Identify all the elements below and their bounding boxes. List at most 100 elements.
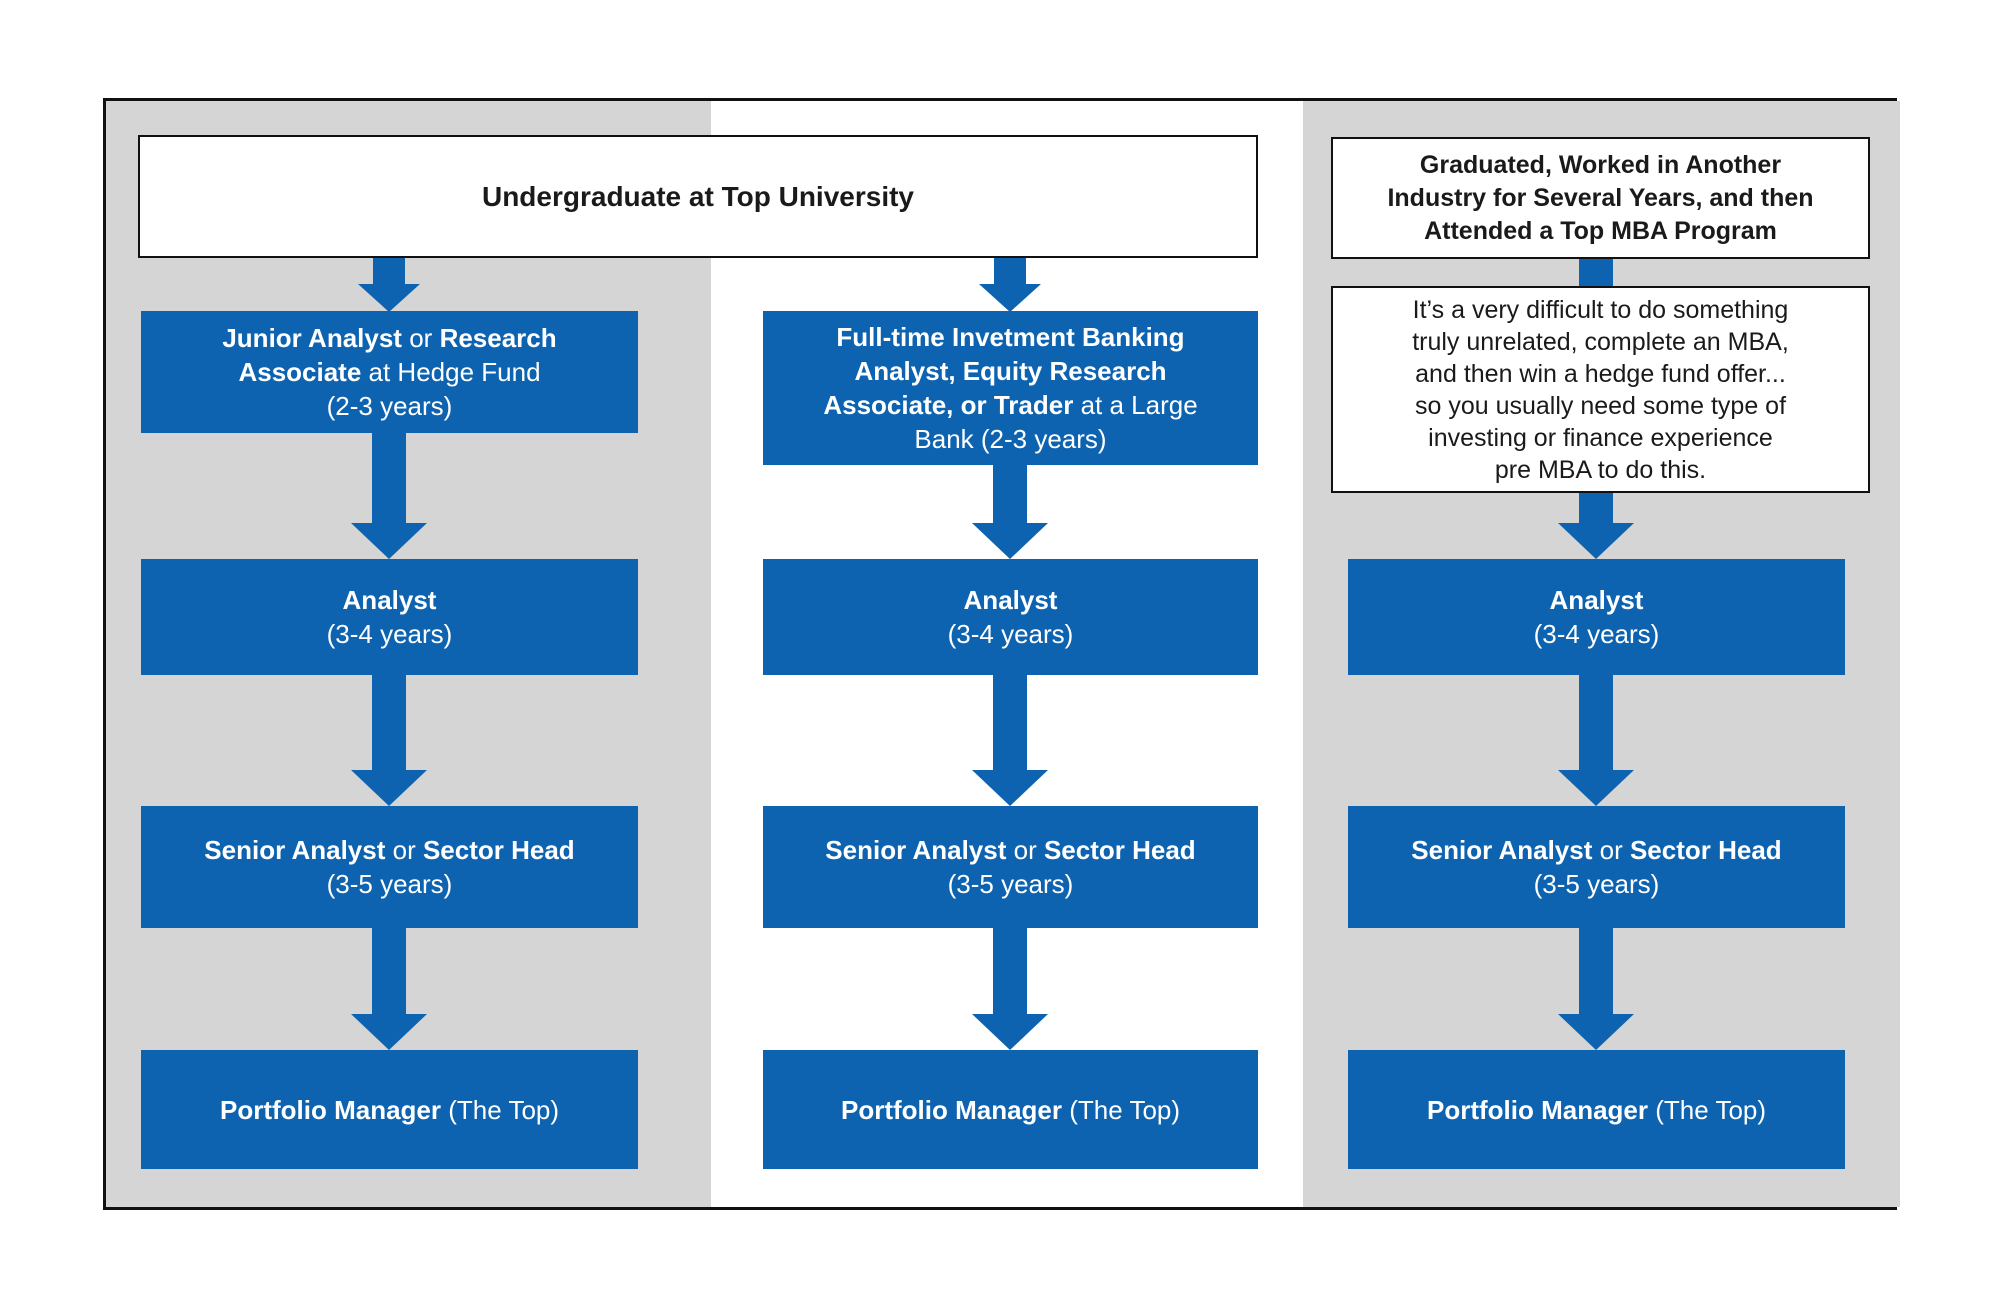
text-segment: pre MBA to do this.	[1494, 455, 1707, 484]
arrow-head-icon	[351, 770, 427, 806]
text-line: Analyst	[1550, 583, 1644, 617]
text-segment: Industry for Several Years, and then	[1387, 183, 1814, 212]
text-segment: Analyst	[342, 585, 437, 615]
text-segment: at a Large	[1073, 390, 1198, 420]
text-line: Associate at Hedge Fund	[238, 355, 540, 389]
text-line: pre MBA to do this.	[1495, 454, 1706, 486]
text-segment: and then win a hedge fund offer...	[1415, 359, 1786, 388]
text-segment: (The Top)	[1648, 1094, 1767, 1125]
text-segment: (3-5 years)	[1533, 869, 1660, 899]
text-segment: or	[401, 323, 440, 353]
box-portfolio-manager-col1: Portfolio Manager (The Top)	[141, 1050, 638, 1169]
text-segment: or	[1592, 835, 1630, 865]
text-segment: Junior Analyst	[222, 323, 402, 353]
text-segment: Analyst, Equity Research	[854, 356, 1167, 386]
text-segment: Undergraduate at Top University	[481, 180, 914, 212]
text-segment: Sector Head	[1629, 835, 1782, 865]
text-line: Portfolio Manager (The Top)	[1427, 1093, 1766, 1127]
text-segment: or	[385, 835, 423, 865]
arrow-head-icon	[972, 770, 1048, 806]
arrow-stem	[1579, 675, 1613, 771]
arrow-stem	[372, 928, 406, 1015]
text-segment: Portfolio Manager	[219, 1094, 441, 1125]
text-segment: (The Top)	[1062, 1094, 1181, 1125]
text-line: Graduated, Worked in Another	[1420, 149, 1781, 182]
text-segment: at Hedge Fund	[361, 357, 541, 387]
text-segment: Research	[439, 323, 557, 353]
text-line: Industry for Several Years, and then	[1387, 182, 1813, 215]
box-portfolio-manager-col3: Portfolio Manager (The Top)	[1348, 1050, 1845, 1169]
arrow-head-icon	[358, 284, 420, 312]
text-segment: (2-3 years)	[326, 391, 453, 421]
arrow-stem	[993, 675, 1027, 771]
text-line: Portfolio Manager (The Top)	[220, 1093, 559, 1127]
text-segment: (The Top)	[441, 1094, 560, 1125]
text-line: (3-5 years)	[327, 867, 453, 901]
text-segment: (3-5 years)	[326, 869, 453, 899]
header-undergraduate: Undergraduate at Top University	[138, 135, 1258, 258]
text-segment: Senior Analyst	[204, 835, 386, 865]
text-segment: (3-4 years)	[326, 619, 453, 649]
text-segment: (3-4 years)	[1533, 619, 1660, 649]
text-line: truly unrelated, complete an MBA,	[1412, 326, 1789, 358]
box-analyst-col1: Analyst (3-4 years)	[141, 559, 638, 675]
box-senior-analyst-col1: Senior Analyst or Sector Head(3-5 years)	[141, 806, 638, 928]
arrow-stem	[1579, 928, 1613, 1015]
text-line: Portfolio Manager (The Top)	[841, 1093, 1180, 1127]
text-line: (3-5 years)	[948, 867, 1074, 901]
text-line: Junior Analyst or Research	[222, 321, 556, 355]
box-analyst-col2: Analyst (3-4 years)	[763, 559, 1258, 675]
text-line: Bank (2-3 years)	[914, 422, 1106, 456]
arrow-stem	[372, 433, 406, 524]
text-segment: or	[1006, 835, 1044, 865]
text-segment: Analyst	[1549, 585, 1644, 615]
arrow-stem	[372, 675, 406, 771]
text-line: Senior Analyst or Sector Head	[204, 833, 574, 867]
text-segment: truly unrelated, complete an MBA,	[1412, 327, 1789, 356]
text-segment: Senior Analyst	[1411, 835, 1593, 865]
text-line: Senior Analyst or Sector Head	[1411, 833, 1781, 867]
text-line: Associate, or Trader at a Large	[823, 388, 1197, 422]
text-segment: (3-4 years)	[947, 619, 1074, 649]
text-segment: It’s a very difficult to do something	[1412, 295, 1789, 324]
text-segment: (3-5 years)	[947, 869, 1074, 899]
box-senior-analyst-col3: Senior Analyst or Sector Head(3-5 years)	[1348, 806, 1845, 928]
text-line: It’s a very difficult to do something	[1413, 294, 1789, 326]
text-segment: Sector Head	[422, 835, 575, 865]
text-line: Analyst	[343, 583, 437, 617]
text-segment: Associate, or Trader	[823, 390, 1074, 420]
arrow-stem	[373, 258, 405, 285]
text-line: Senior Analyst or Sector Head	[825, 833, 1195, 867]
text-line: investing or finance experience	[1428, 422, 1773, 454]
arrow-head-icon	[972, 523, 1048, 559]
text-segment: Analyst	[963, 585, 1058, 615]
arrow-head-icon	[972, 1014, 1048, 1050]
text-line: (2-3 years)	[327, 389, 453, 423]
diagram-frame: Undergraduate at Top University Graduate…	[103, 98, 1900, 1210]
arrow-head-icon	[1558, 770, 1634, 806]
arrow-stem	[993, 465, 1027, 524]
text-segment: Full-time Invetment Banking	[836, 322, 1185, 352]
text-line: so you usually need some type of	[1415, 390, 1786, 422]
text-segment: Portfolio Manager	[1426, 1094, 1648, 1125]
text-line: (3-4 years)	[948, 617, 1074, 651]
mba-note-box: It’s a very difficult to do something tru…	[1331, 286, 1870, 493]
box-analyst-col3: Analyst (3-4 years)	[1348, 559, 1845, 675]
text-line: Undergraduate at Top University	[482, 179, 914, 215]
text-line: Attended a Top MBA Program	[1424, 215, 1777, 248]
arrow-stem	[994, 258, 1026, 285]
box-senior-analyst-col2: Senior Analyst or Sector Head(3-5 years)	[763, 806, 1258, 928]
arrow-head-icon	[351, 523, 427, 559]
text-line: Analyst, Equity Research	[854, 354, 1166, 388]
text-segment: Associate	[238, 357, 362, 387]
text-line: (3-4 years)	[327, 617, 453, 651]
text-segment: Sector Head	[1043, 835, 1196, 865]
box-portfolio-manager-col2: Portfolio Manager (The Top)	[763, 1050, 1258, 1169]
text-segment: so you usually need some type of	[1414, 391, 1787, 420]
text-line: Full-time Invetment Banking	[836, 320, 1184, 354]
text-segment: Portfolio Manager	[840, 1094, 1062, 1125]
text-segment: Graduated, Worked in Another	[1419, 150, 1782, 179]
